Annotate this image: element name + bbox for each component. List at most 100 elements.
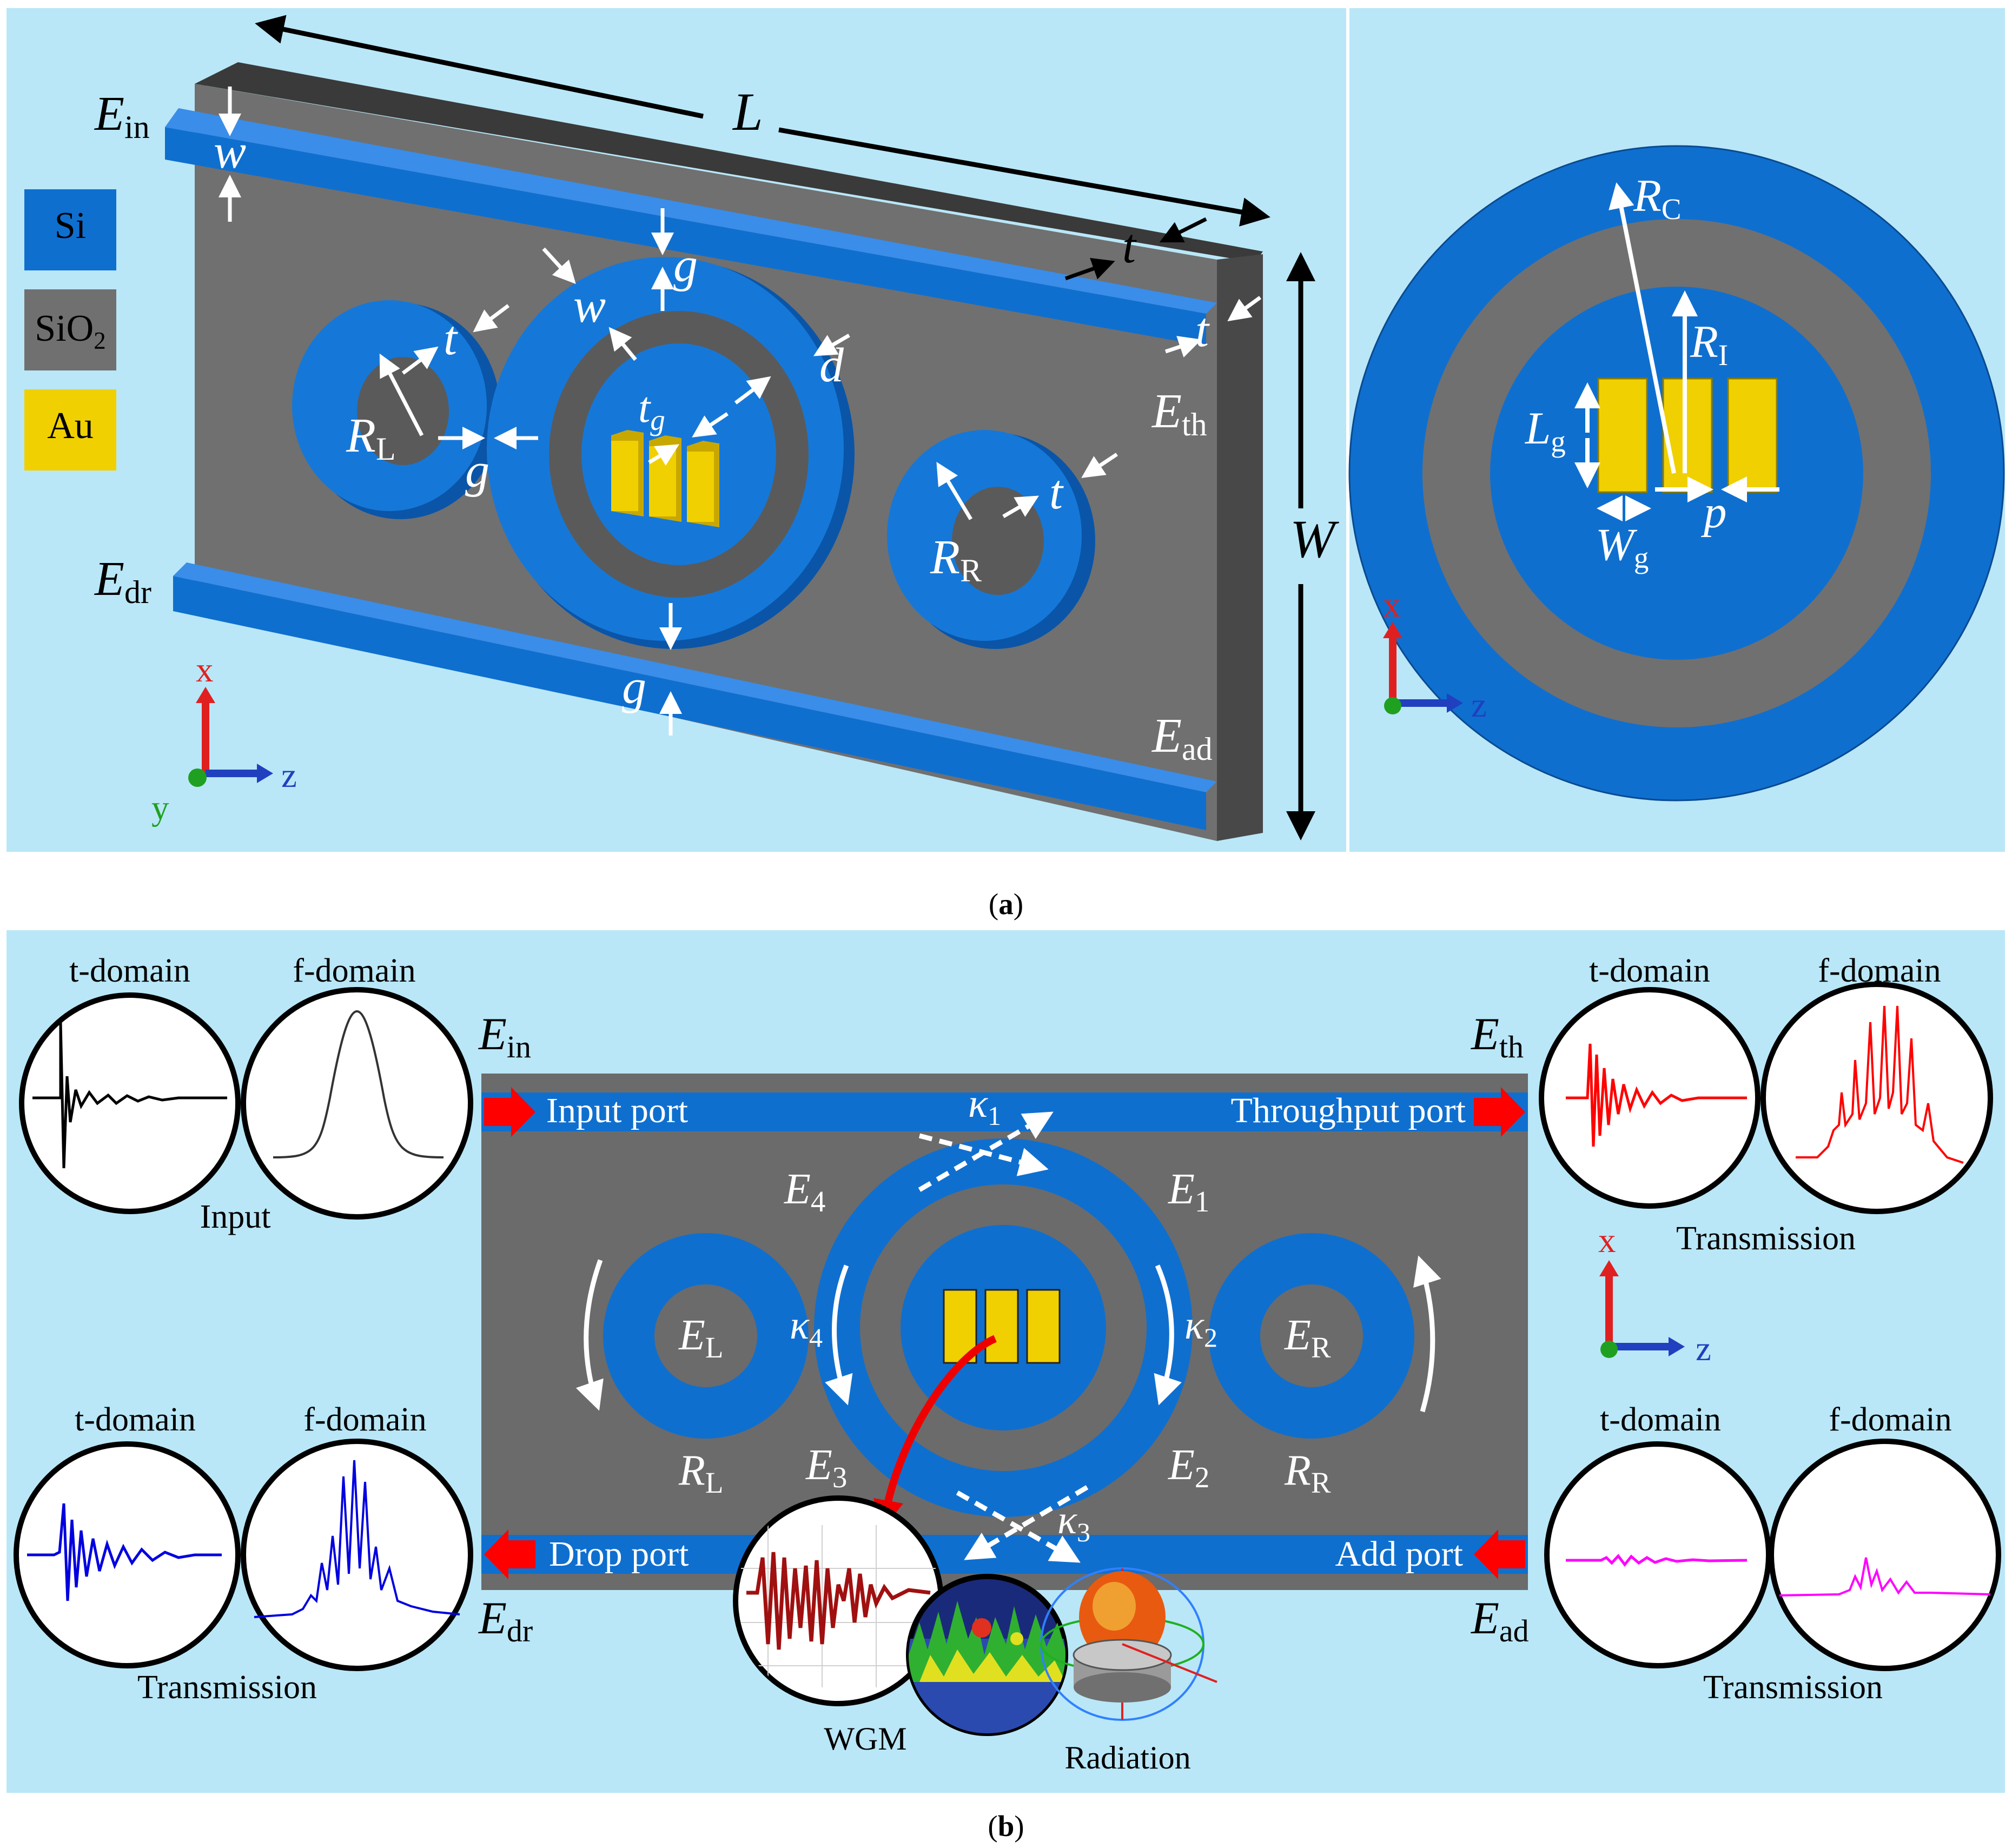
- wgm-label: WGM: [824, 1721, 906, 1757]
- drop-signals: t-domain f-domain Transmission: [14, 1401, 473, 1706]
- drop-f-bubble: [241, 1439, 473, 1671]
- label-W: W: [1290, 509, 1339, 569]
- input-port-arrow: [484, 1087, 535, 1137]
- input-t-domain-label: t-domain: [69, 952, 190, 989]
- axis-x-a-right: x: [1383, 586, 1401, 625]
- grating-1: [1597, 377, 1648, 493]
- drop-f-waveform: [254, 1460, 460, 1618]
- legend-sio2-swatch: [24, 289, 116, 370]
- panel-b: Input port Throughput port Drop port Add…: [6, 930, 2005, 1793]
- add-f-waveform: [1779, 1557, 1991, 1597]
- radiation-label: Radiation: [1064, 1740, 1190, 1776]
- grating-2: [1662, 377, 1713, 493]
- label-EL: EL: [678, 1312, 723, 1364]
- label-Ein-b: Ein: [478, 1009, 531, 1064]
- label-g-left: g: [465, 444, 489, 498]
- through-f-bubble: [1760, 982, 1993, 1214]
- legend-si-swatch: [24, 189, 116, 270]
- radiation-inset: [1040, 1567, 1217, 1721]
- add-signals: t-domain f-domain Transmission: [1544, 1401, 2001, 1706]
- legend-au-label: Au: [47, 405, 94, 447]
- label-k3: κ3: [1057, 1498, 1090, 1547]
- label-k4: κ4: [790, 1303, 823, 1353]
- input-signals: t-domain f-domain Input: [19, 952, 473, 1235]
- add-transmission-label: Transmission: [1703, 1669, 1883, 1706]
- wgm-waveform: [746, 1552, 931, 1650]
- bottom-bus-waveguide: [481, 1535, 1528, 1574]
- add-t-waveform: [1566, 1554, 1748, 1567]
- label-t-top-white: t: [1195, 303, 1210, 357]
- drop-t-waveform: [27, 1503, 222, 1601]
- drop-port-arrow: [484, 1529, 535, 1579]
- label-L: L: [732, 82, 763, 142]
- grating-b-2: [984, 1289, 1019, 1364]
- label-ER: ER: [1284, 1312, 1331, 1364]
- throughput-port-label: Throughput port: [1231, 1091, 1466, 1130]
- drop-t-domain-label: t-domain: [75, 1401, 196, 1438]
- input-label: Input: [200, 1198, 271, 1235]
- label-E3: E3: [805, 1441, 847, 1494]
- drop-transmission-label: Transmission: [137, 1669, 317, 1706]
- add-port-arrow: [1474, 1529, 1525, 1579]
- material-legend: Si SiO2 Au: [24, 189, 116, 471]
- add-t-bubble: [1544, 1441, 1771, 1668]
- bottom-waveguide-front: [173, 576, 1206, 830]
- top-waveguide-front: [165, 127, 1206, 346]
- throughput-port-arrow: [1474, 1087, 1525, 1137]
- label-RR: RR: [930, 531, 982, 588]
- caption-a: (a): [989, 887, 1023, 920]
- label-RI: RI: [1690, 316, 1728, 372]
- label-g-top: g: [673, 239, 698, 292]
- label-RL: RL: [346, 409, 396, 467]
- legend-si-label: Si: [55, 205, 86, 247]
- add-t-domain-label: t-domain: [1600, 1401, 1721, 1438]
- through-f-waveform: [1796, 1005, 1964, 1164]
- input-t-waveform: [32, 1022, 227, 1169]
- top-bus-waveguide: [481, 1092, 1528, 1131]
- add-f-bubble: [1769, 1439, 2001, 1671]
- label-g-bottom: g: [622, 660, 646, 714]
- label-e-in: Ein: [94, 87, 150, 145]
- axes-triad-a-left: x y z: [151, 651, 297, 827]
- axis-y-a-left: y: [151, 789, 169, 827]
- label-Wg: Wg: [1596, 519, 1649, 574]
- drop-f-domain-label: f-domain: [303, 1401, 426, 1438]
- label-e-ad: Ead: [1151, 709, 1213, 767]
- axis-z-a-left: z: [281, 756, 297, 795]
- input-port-label: Input port: [546, 1091, 688, 1130]
- axis-x-b: x: [1598, 1221, 1616, 1260]
- label-Lg: Lg: [1525, 403, 1566, 458]
- label-RL-b: RL: [678, 1447, 723, 1499]
- label-w-ring: w: [573, 279, 606, 333]
- label-RR-b: RR: [1284, 1447, 1331, 1499]
- label-e-dr: Edr: [94, 552, 151, 610]
- panel-a: Si SiO2 Au Ein Edr Eth Ead L W w w g g g…: [6, 8, 2005, 852]
- grating-b-3: [1026, 1289, 1061, 1364]
- label-Ead-b: Ead: [1471, 1593, 1529, 1648]
- label-k1: κ1: [968, 1081, 1001, 1131]
- bottom-waveguide-top: [173, 562, 1217, 792]
- input-t-bubble: [19, 992, 241, 1214]
- white-arrows-a: [219, 87, 1262, 736]
- label-w-top: w: [214, 125, 246, 178]
- label-k2: κ2: [1184, 1303, 1217, 1353]
- label-E1: E1: [1168, 1165, 1209, 1218]
- label-t-left: t: [444, 312, 458, 365]
- label-E2: E2: [1168, 1441, 1209, 1494]
- axes-triad-b: x z: [1598, 1221, 1711, 1368]
- field-surface-inset: [906, 1574, 1068, 1736]
- circulation-arrows: [575, 1255, 1441, 1413]
- label-Edr-b: Edr: [478, 1593, 533, 1648]
- label-e-th: Eth: [1151, 385, 1207, 442]
- drop-port-label: Drop port: [549, 1534, 689, 1574]
- top-waveguide-top: [165, 108, 1217, 314]
- throughput-signals: t-domain f-domain Transmission: [1539, 952, 1993, 1257]
- length-arrow: [255, 15, 1270, 227]
- right-ring-hole-b: [1260, 1284, 1363, 1387]
- wgm-inset: [733, 1495, 944, 1706]
- wgm-pointer-arrow: [883, 1335, 997, 1507]
- thickness-arrows-black: [1064, 217, 1207, 281]
- panel-a-labels: Ein Edr Eth Ead L W w w g g g t t t t d …: [94, 82, 1339, 767]
- left-ring-hole: [357, 357, 449, 465]
